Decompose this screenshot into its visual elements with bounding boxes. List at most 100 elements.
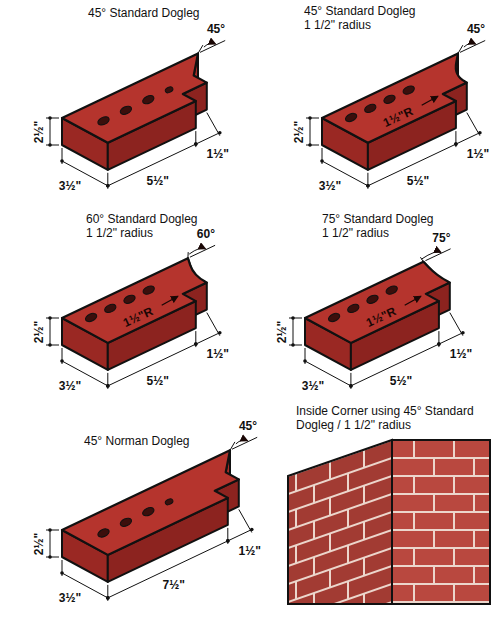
dimension-line [439, 333, 463, 344]
dimension-dot [194, 342, 198, 346]
dimension-dot [194, 342, 198, 346]
mortar-joint [413, 548, 415, 566]
mortar-joint [313, 557, 315, 575]
mortar-joint [288, 548, 392, 584]
dimension-label: 3½" [58, 591, 82, 605]
mortar-joint [413, 512, 415, 530]
core-hole [97, 115, 111, 127]
mortar-joint [363, 594, 365, 612]
dimension-line [456, 133, 480, 144]
dimension-dot [454, 142, 458, 146]
brick-top [62, 53, 207, 142]
core-hole [402, 84, 416, 96]
dimension-line [108, 541, 228, 598]
angle-arc [204, 43, 216, 47]
mortar-joint [392, 457, 490, 459]
mortar-joint [473, 530, 475, 548]
mortar-joint [288, 566, 392, 602]
dimension-label: 1½" [466, 147, 490, 161]
mortar-joint [413, 440, 415, 458]
dimension-label: 1½" [206, 347, 230, 361]
angle-arc [189, 248, 205, 254]
extension-line [239, 509, 252, 532]
mortar-joint [288, 512, 392, 548]
mortar-joint [295, 581, 297, 599]
angle-label: 45° [466, 22, 486, 36]
dimension-dot [291, 343, 295, 347]
core-hole [344, 112, 358, 124]
dimension-dot [226, 539, 230, 543]
angle-line [190, 245, 215, 257]
dimension-line [196, 333, 220, 344]
mortar-joint [363, 522, 365, 540]
dimension-dot [303, 359, 307, 363]
dimension-dot [366, 184, 370, 188]
angle-line [460, 41, 485, 53]
mortar-joint [392, 547, 490, 549]
dimension-label: 2½" [32, 319, 46, 343]
dimension-dot [218, 331, 222, 335]
dimension-dot [218, 131, 222, 135]
core-hole [84, 312, 98, 324]
brick-top [62, 450, 239, 555]
mortar-joint [453, 476, 455, 494]
dimension-dot [349, 384, 353, 388]
mortar-joint [313, 593, 315, 611]
mortar-joint [295, 473, 297, 491]
dimension-label: 5½" [406, 174, 430, 188]
angle-label: 45° [206, 22, 226, 36]
core-hole [103, 303, 117, 315]
core-hole [97, 527, 111, 539]
core-hole [119, 105, 133, 117]
mortar-joint [295, 509, 297, 527]
radius-arrow [405, 296, 421, 305]
brick-top [305, 262, 450, 343]
dimension-dot [106, 384, 110, 388]
angle-label: 60° [196, 227, 216, 241]
mortar-joint [329, 569, 331, 587]
mortar-joint [288, 584, 392, 617]
dimension-label: 1½" [206, 147, 230, 161]
dimension-dot [226, 539, 230, 543]
mortar-joints [288, 440, 392, 617]
dimension-dot [437, 342, 441, 346]
mortar-joint [329, 533, 331, 551]
dimension-line [196, 133, 220, 144]
core-hole [141, 94, 155, 106]
dimension-dot [60, 159, 64, 163]
dimension-label: 2½" [275, 319, 289, 343]
core-hole [363, 103, 377, 115]
mortar-joint [295, 545, 297, 563]
mortar-joint [329, 605, 331, 617]
dimension-dot [60, 359, 64, 363]
dimension-label: 3½" [58, 179, 82, 193]
dimension-dot [349, 384, 353, 388]
extension-line [207, 313, 220, 336]
dimension-line [293, 318, 294, 345]
extension-line [306, 118, 319, 119]
core-hole [141, 506, 155, 518]
dimension-label: 3½" [58, 379, 82, 393]
dimension-dot [308, 143, 312, 147]
extension-line [46, 118, 59, 119]
dimension-label: 3½" [318, 179, 342, 193]
dimension-dot [48, 316, 52, 320]
dimension-label: 1½" [238, 544, 262, 558]
mortar-joint [392, 565, 490, 567]
extension-line [207, 113, 220, 136]
dimension-label: 2½" [292, 119, 306, 143]
mortar-joint [363, 450, 365, 468]
dimension-dot [106, 184, 110, 188]
panel-title: Inside Corner using 45° Standard Dogleg … [296, 404, 492, 432]
angle-arc [464, 43, 476, 47]
mortar-joint [413, 584, 415, 602]
core-hole [346, 303, 360, 315]
mortar-joints [392, 440, 490, 604]
mortar-joint [433, 566, 435, 584]
dimension-dot [60, 571, 64, 575]
extension-line [46, 345, 59, 346]
mortar-joint [347, 473, 349, 491]
dimension-dot [48, 116, 52, 120]
extension-line [46, 145, 59, 146]
